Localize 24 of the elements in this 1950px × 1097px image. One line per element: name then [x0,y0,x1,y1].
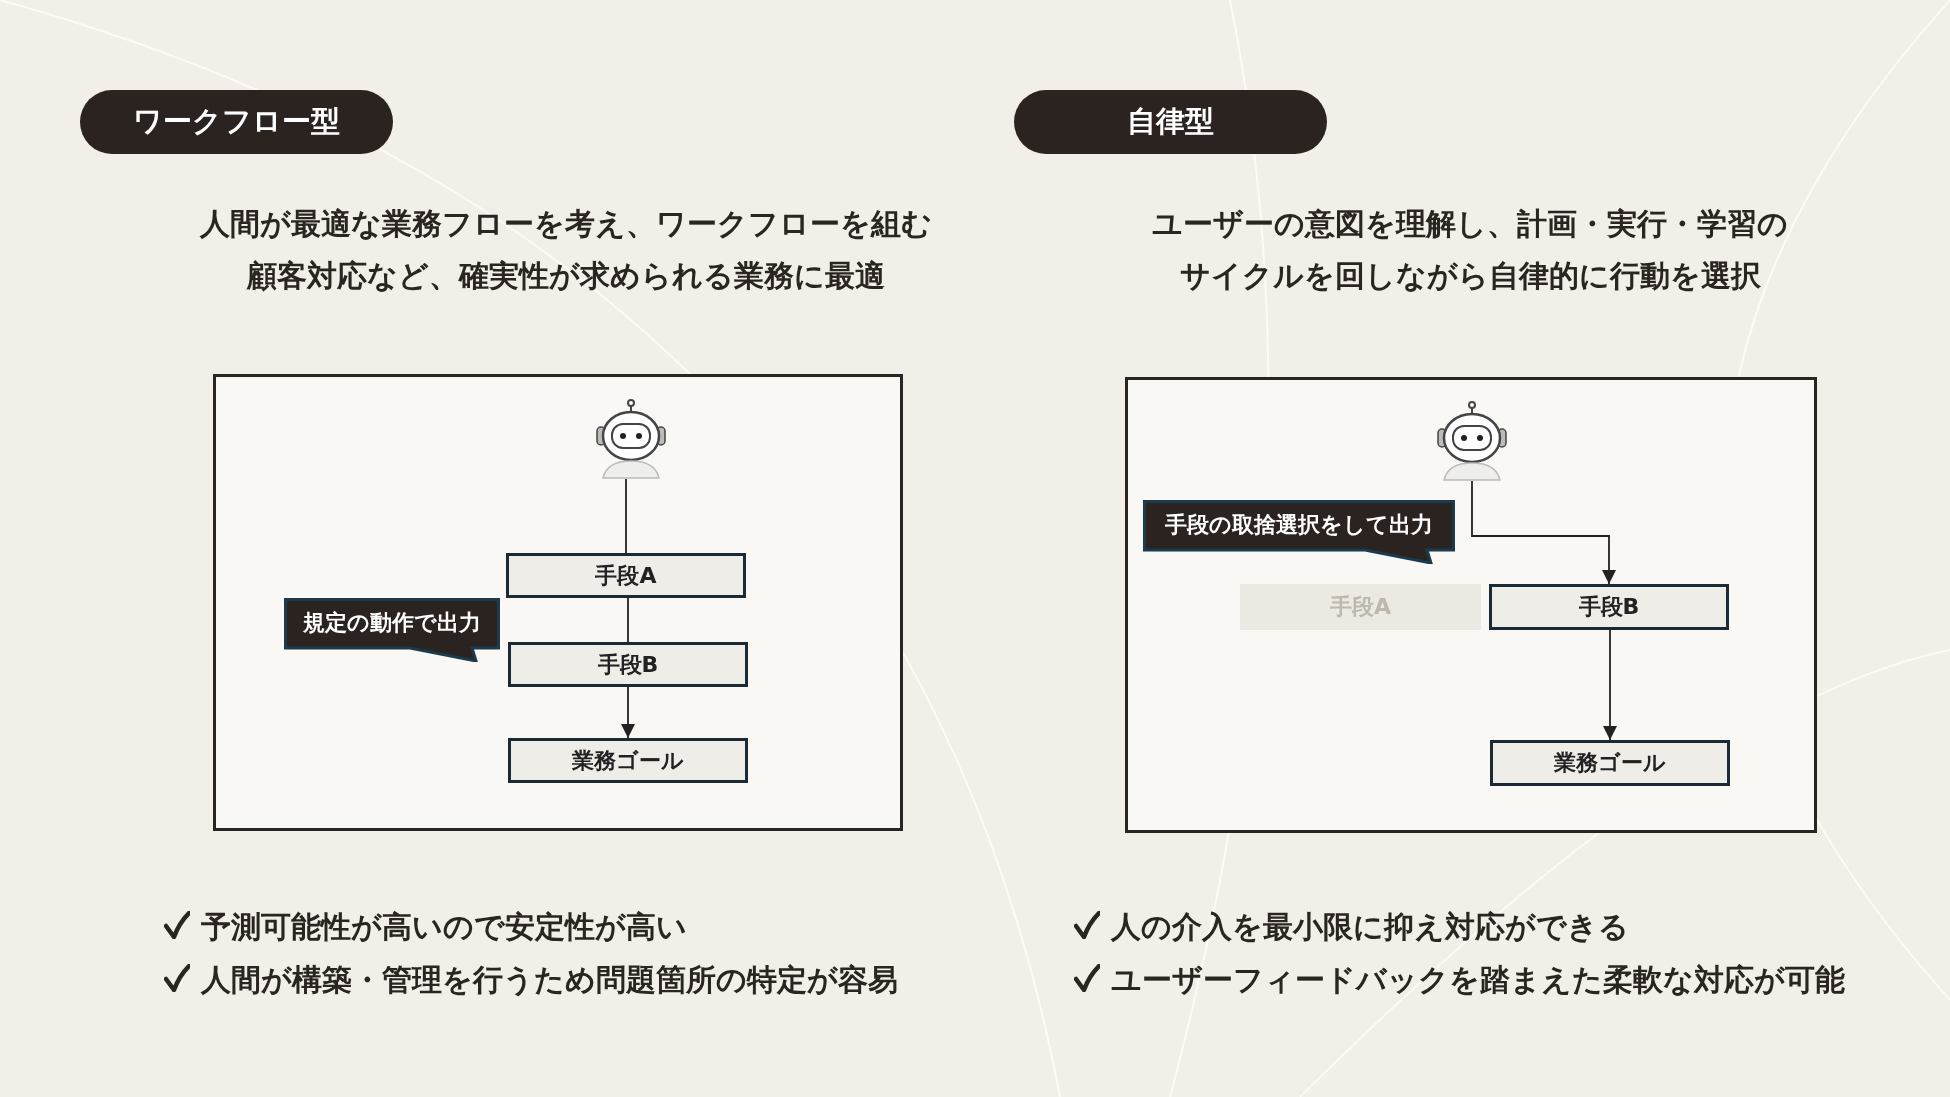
connector-line [627,597,629,643]
step-box: 業務ゴール [508,738,748,783]
speech-bubble: 手段の取捨選択をして出力 [1143,500,1455,564]
step-box: 業務ゴール [1490,740,1730,786]
description-text: 顧客対応など、確実性が求められる業務に最適 [245,257,886,295]
arrow [1603,629,1617,741]
diagram-panel [1125,377,1817,833]
bullet-text: ユーザーフィードバックを踏まえた柔軟な対応が可能 [1111,961,1845,999]
bullet-text: 予測可能性が高いので安定性が高い [201,908,687,946]
description-text: 人間が最適な業務フローを考え、ワークフローを組む [198,205,933,243]
step-box: 手段B [508,642,748,687]
speech-bubble: 規定の動作で出力 [284,598,500,662]
robot-icon [593,399,669,479]
step-box: 手段B [1489,584,1729,630]
robot-icon [1434,401,1510,481]
bullet-text: 人間が構築・管理を行うため問題箇所の特定が容易 [201,961,898,999]
bullet-text: 人の介入を最小限に抑え対応ができる [1111,908,1629,946]
type-badge: 自律型 [1014,90,1327,154]
type-badge: ワークフロー型 [80,90,393,154]
diagram-panel [213,374,903,831]
arrow [621,686,635,739]
step-box: 手段A [506,553,746,598]
description-text: ユーザーの意図を理解し、計画・実行・学習の [1151,205,1789,243]
description-text: サイクルを回しながら自律的に行動を選択 [1178,257,1762,295]
